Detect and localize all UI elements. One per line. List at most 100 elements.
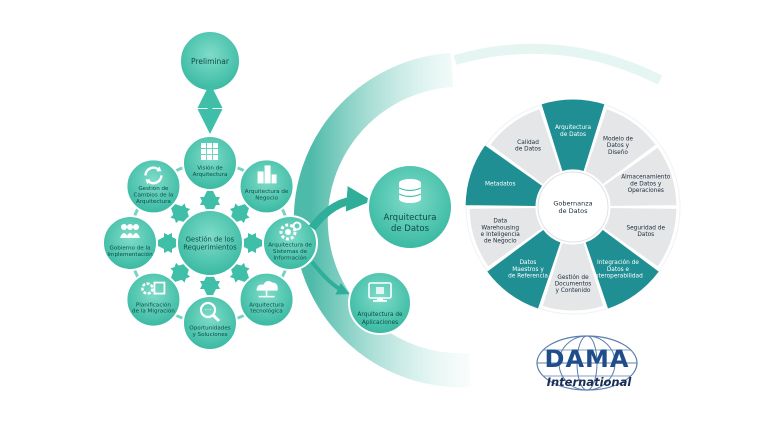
dama-segment-label: Interoperabilidad (593, 274, 643, 280)
dama-segment-label: Datos (637, 232, 654, 238)
dama-logo: DAMA International (536, 335, 638, 391)
dama-segment-label: Data (493, 219, 507, 225)
dama-segment-label: Integración de (597, 259, 639, 266)
dama-segment-label: de Datos y (630, 181, 662, 187)
togaf-phase-label: Arquitectura (193, 172, 228, 178)
data-governance-label: de Datos (558, 207, 588, 215)
togaf-phase-label: Oportunidades (189, 326, 230, 332)
togaf-phase-label: y Soluciones (192, 332, 227, 338)
requirements-label: Gestión de los (186, 235, 235, 243)
dama-segment-label: de Datos (515, 146, 541, 152)
dama-segment-label: Documentos (555, 282, 592, 288)
data-architecture-node: Arquitectura de Datos (367, 164, 453, 250)
dama-segment-label: Datos y (607, 143, 630, 149)
dama-segment-label: Calidad (517, 140, 539, 146)
magnifier-icon: ··· (199, 301, 221, 323)
dama-logo-subtext: International (547, 375, 633, 389)
togaf-phase-label: de la Migración (132, 308, 175, 315)
people-icon (120, 224, 140, 238)
dama-segment-label: Seguridad de (626, 225, 665, 231)
data-architecture-label: Arquitectura (384, 213, 437, 223)
dama-segment-label: Almacenamiento (621, 175, 671, 181)
togaf-phase-label: Cambios de la (134, 192, 174, 198)
connector-arrows (308, 186, 373, 295)
dama-segment-label: Gestión de (557, 274, 589, 281)
togaf-phase-label: Información (273, 254, 307, 261)
togaf-phase-label: Arquitectura (249, 302, 284, 308)
togaf-phase-label: Negocio (255, 196, 278, 202)
migration-icon (141, 281, 166, 295)
dama-segment-label: Datos e (607, 267, 630, 273)
preliminar-label: Preliminar (191, 57, 230, 66)
application-architecture-node: Arquitectura de Aplicaciones (348, 271, 412, 335)
togaf-phase-label: Implementación (107, 251, 153, 258)
togaf-phase-label: Sistemas de (273, 249, 308, 255)
togaf-phase-label: Arquitectura (136, 199, 171, 205)
preliminar-node: Preliminar (179, 30, 241, 92)
requirements-spoke-arrow (228, 261, 252, 285)
requirements-spoke-arrow (168, 261, 192, 285)
cycle-arrows-icon (144, 166, 163, 185)
dama-segment-label: Modelo de (603, 136, 633, 142)
dama-segment-label: Datos (520, 260, 537, 266)
togaf-phase-label: Planificación (136, 301, 172, 308)
svg-text:···: ··· (205, 306, 212, 314)
dama-segment-label: Metadatos (485, 181, 515, 187)
requirements-label: Requerimientos (183, 243, 237, 251)
buildings-icon (257, 165, 277, 184)
database-icon (398, 179, 422, 203)
togaf-phase-label: Gestión de (138, 185, 169, 192)
globe-icon (536, 335, 638, 391)
togaf-phase-label: Arquitectura de (268, 243, 312, 249)
app-architecture-label: Arquitectura de (357, 312, 403, 318)
dama-segment-label: Arquitectura (555, 125, 592, 131)
monitor-icon (368, 282, 392, 302)
to-app-architecture-arrow (310, 260, 350, 295)
data-architecture-label-2: de Datos (391, 224, 430, 234)
gears-icon (279, 221, 302, 241)
app-architecture-label-2: Aplicaciones (362, 320, 398, 326)
dama-logo-text: DAMA (545, 345, 630, 373)
to-data-architecture-arrow (308, 186, 373, 231)
cloud-network-icon (256, 280, 278, 298)
dama-segment-label: Maestros y (512, 267, 544, 273)
togaf-phase-label: tecnológica (250, 308, 282, 315)
dama-segment-label: y Contenido (556, 288, 591, 294)
requirements-spoke-arrow (168, 201, 192, 225)
dama-segment-label: de Referencia (508, 274, 548, 280)
togaf-phase-label: Gobierno de la (109, 246, 150, 252)
dama-segment-label: Warehousing (481, 225, 519, 231)
dama-segment-label: Operaciones (628, 188, 664, 194)
dama-segment-label: de Datos (560, 132, 586, 138)
togaf-phase-label: Arquitectura de (245, 189, 289, 195)
data-governance-label: Gobernanza (553, 200, 592, 208)
dama-segment: Metadatos (464, 143, 544, 208)
dama-segment-label: de Negocio (484, 239, 517, 245)
dama-segment-label: e Inteligencia (481, 232, 521, 238)
requirements-spoke-arrow (228, 201, 252, 225)
togaf-phase-label: Visión de (197, 165, 223, 172)
dama-segment-label: Diseño (608, 150, 628, 156)
